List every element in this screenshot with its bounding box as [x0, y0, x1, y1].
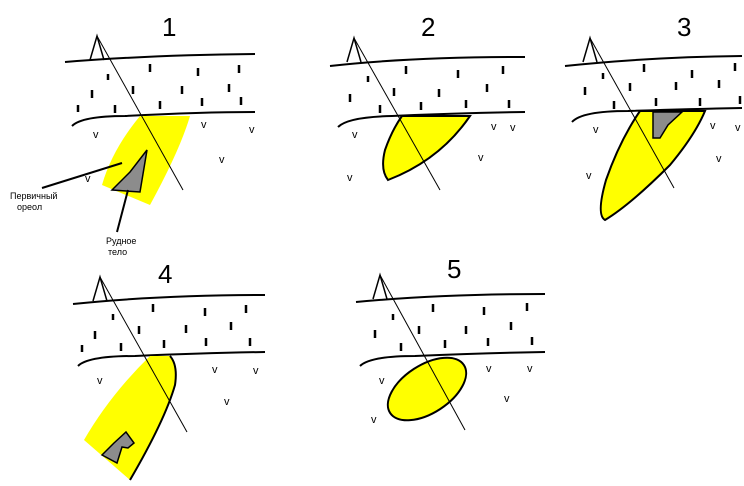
- svg-text:v: v: [491, 121, 497, 133]
- sediment-marks: [373, 303, 534, 351]
- primary-halo-label-line1: Первичный: [10, 191, 57, 201]
- ore-pointer-line: [116, 189, 129, 233]
- svg-text:v: v: [710, 120, 716, 132]
- sediment-marks: [348, 66, 511, 113]
- volcanic-marks: v v v v v: [586, 120, 741, 182]
- primary-halo: [386, 356, 468, 422]
- panel-number: 1: [162, 12, 176, 42]
- lower-contact-line: [71, 111, 256, 127]
- svg-text:v: v: [735, 122, 741, 134]
- panel-4: 4 v v v v: [72, 259, 266, 481]
- svg-text:v: v: [527, 363, 533, 375]
- svg-text:v: v: [212, 364, 218, 376]
- svg-text:v: v: [371, 414, 377, 426]
- primary-halo: [599, 110, 707, 222]
- svg-text:v: v: [379, 375, 385, 387]
- svg-text:v: v: [201, 119, 207, 131]
- volcanic-marks: v v v v v: [347, 121, 516, 184]
- lower-contact-line: [359, 351, 546, 367]
- panel-number: 2: [421, 12, 435, 42]
- svg-text:v: v: [85, 173, 91, 185]
- volcanic-marks: v v v v: [97, 364, 259, 408]
- svg-text:v: v: [253, 365, 259, 377]
- survey-triangle: [372, 272, 388, 300]
- survey-triangle: [92, 274, 108, 302]
- upper-contact-line: [329, 56, 526, 67]
- drill-line: [99, 276, 188, 433]
- ore-body: [652, 111, 684, 139]
- svg-text:v: v: [586, 170, 592, 182]
- svg-text:v: v: [352, 129, 358, 141]
- ore-body-label-line2: тело: [108, 247, 127, 257]
- svg-text:v: v: [478, 152, 484, 164]
- lower-contact-line: [571, 107, 743, 123]
- sediment-marks: [80, 304, 252, 352]
- sediment-marks: [76, 64, 243, 113]
- svg-text:v: v: [486, 363, 492, 375]
- svg-text:v: v: [93, 129, 99, 141]
- panel-number: 4: [158, 259, 172, 289]
- survey-triangle: [582, 35, 598, 63]
- svg-text:v: v: [593, 124, 599, 136]
- panel-number: 5: [447, 254, 461, 284]
- primary-halo-label-line2: ореол: [17, 202, 42, 212]
- sediment-marks: [583, 63, 742, 109]
- panel-5: 5 v v v v v: [355, 254, 546, 431]
- halo-pointer-line: [41, 162, 123, 189]
- survey-triangle: [89, 33, 105, 61]
- lower-contact-line: [77, 351, 266, 367]
- panel-1: 1 v v v v v Первичный ореол Рудное тело: [10, 12, 256, 257]
- drill-line: [379, 274, 466, 431]
- svg-text:v: v: [347, 172, 353, 184]
- upper-contact-line: [564, 55, 743, 67]
- volcanic-marks: v v v v v: [371, 363, 533, 426]
- halo-outline: [129, 355, 177, 481]
- panel-3: 3 v v v v v: [564, 12, 743, 222]
- ore-body-label-line1: Рудное: [106, 236, 136, 246]
- upper-contact-line: [355, 293, 546, 303]
- svg-text:v: v: [224, 396, 230, 408]
- survey-triangle: [346, 35, 362, 63]
- svg-text:v: v: [504, 393, 510, 405]
- panel-2: 2 v v v v v: [329, 12, 526, 191]
- upper-contact-line: [64, 53, 256, 63]
- primary-halo: [382, 115, 472, 182]
- drill-line: [96, 35, 184, 191]
- svg-text:v: v: [219, 154, 225, 166]
- svg-text:v: v: [716, 153, 722, 165]
- panel-number: 3: [677, 12, 691, 42]
- svg-text:v: v: [97, 375, 103, 387]
- volcanic-marks: v v v v v: [85, 119, 255, 185]
- svg-text:v: v: [249, 124, 255, 136]
- ore-body: [110, 149, 148, 193]
- drill-line: [353, 37, 441, 191]
- drill-line: [589, 37, 675, 189]
- upper-contact-line: [72, 294, 266, 305]
- ore-body: [100, 430, 136, 465]
- svg-text:v: v: [510, 122, 516, 134]
